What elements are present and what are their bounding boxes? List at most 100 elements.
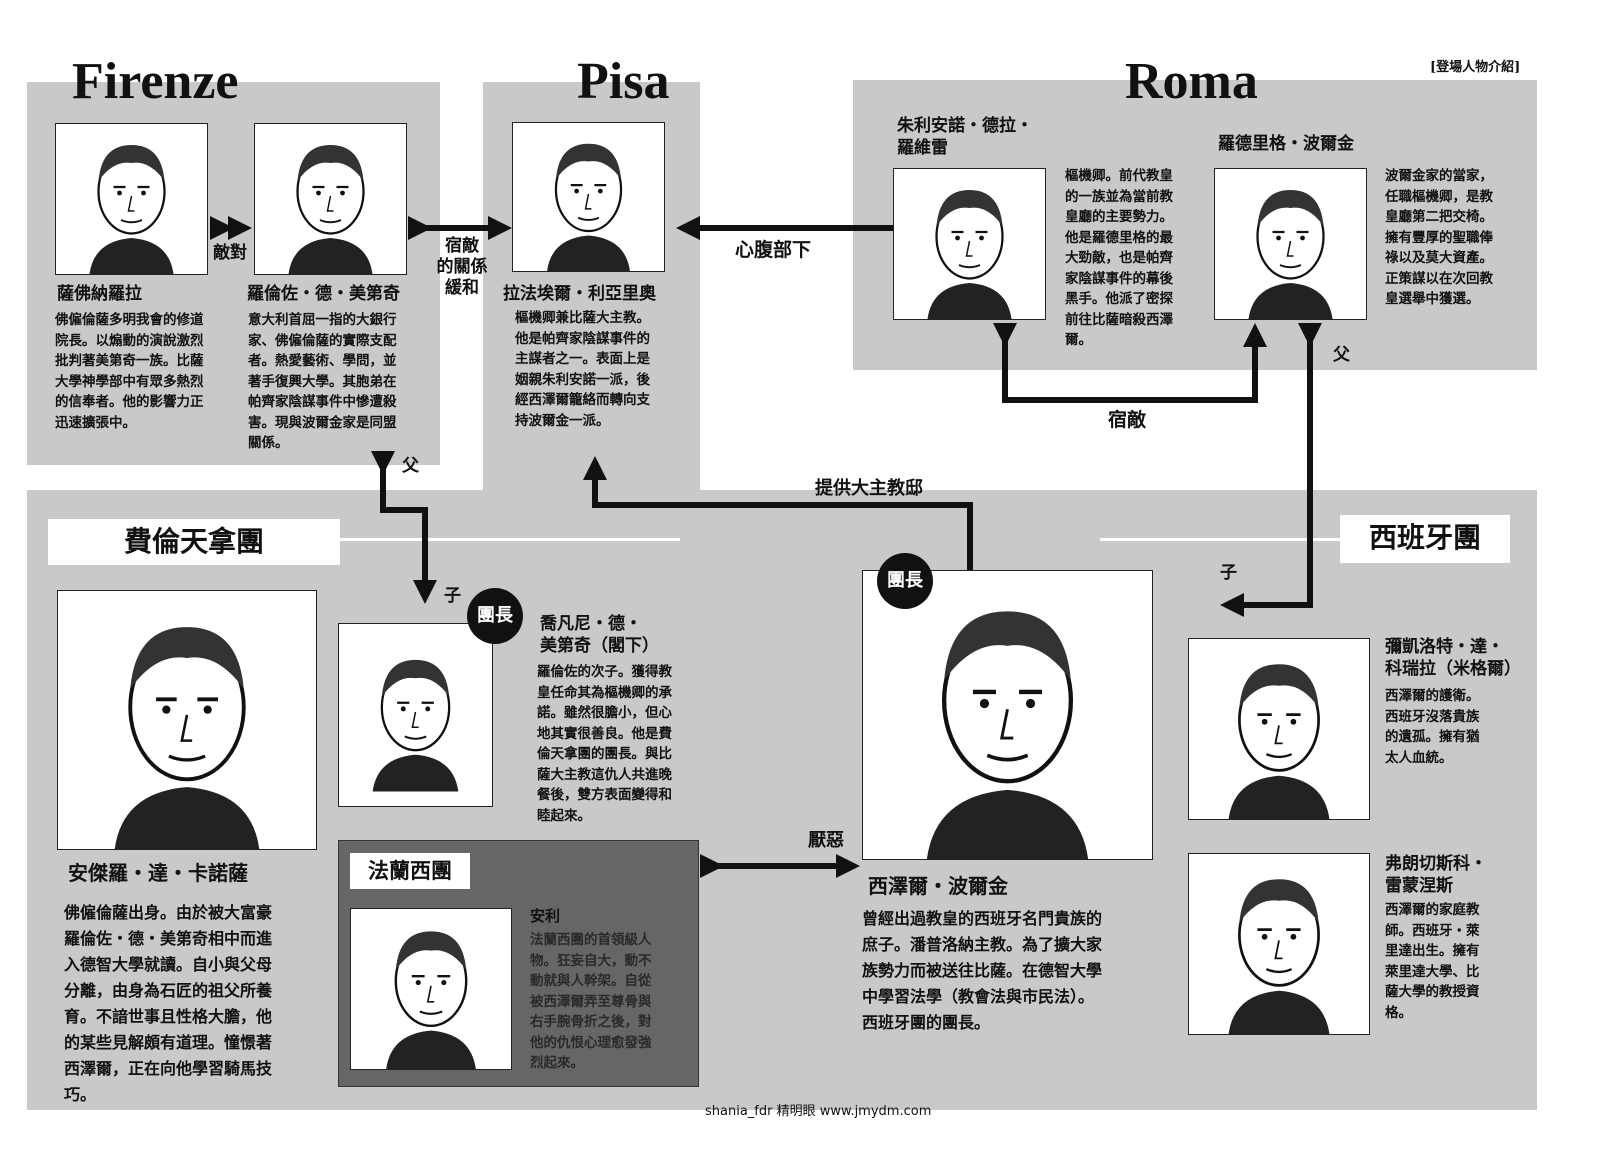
text-line: 法蘭西團的首領級人 xyxy=(530,932,652,948)
portrait-cesare xyxy=(862,570,1153,860)
text-line: 薩大主教這仇人共進晚 xyxy=(537,766,672,783)
divider xyxy=(48,538,680,541)
text-line: 持波爾金一派。 xyxy=(515,412,610,429)
text-line: 西澤爾的護衛。 xyxy=(1385,688,1480,704)
text-line: 害。現與波爾金家是同盟 xyxy=(248,414,397,431)
text-line: 美第奇（閣下） xyxy=(540,636,659,656)
text-line: 佛僱倫薩出身。由於被大富豪 xyxy=(64,903,273,922)
text-line: 任職樞機卿，是教 xyxy=(1385,188,1493,205)
text-line: 彌凱洛特・達・ xyxy=(1385,637,1504,657)
text-line: 祿以及莫大資產。 xyxy=(1385,250,1493,266)
desc-michelotto: 西澤爾的護衛。西班牙沒落貴族的遺孤。擁有猶太人血統。 xyxy=(1385,686,1525,768)
text-line: 右手腕骨折之後，對 xyxy=(530,1014,652,1030)
text-line: 皇任命其為樞機卿的承 xyxy=(537,684,672,701)
label-rivalry-eased: 宿敵 的關係 緩和 xyxy=(434,236,490,299)
text-line: 著手復興大學。其胞弟在 xyxy=(248,373,397,390)
face-sketch-icon xyxy=(1228,879,1330,1034)
text-line: 的信奉者。他的影響力正 xyxy=(55,394,204,410)
text-line: 的某些見解頗有道理。憧憬著 xyxy=(64,1033,273,1052)
header-tag: [登場人物介紹] xyxy=(1430,60,1521,75)
desc-giuliano: 樞機卿。前代教皇的一族並為當前教皇廳的主要勢力。他是羅德里格的最大勁敵，也是帕齊… xyxy=(1065,166,1195,351)
text-line: 太人血統。 xyxy=(1385,749,1453,766)
text-line: 佛僱倫薩多明我會的修道 xyxy=(55,312,204,328)
name-henri: 安利 xyxy=(530,907,561,925)
text-line: 師。西班牙・萊 xyxy=(1385,922,1480,939)
footer-credit: shania_fdr 精明眼 www.jmydm.com xyxy=(705,1104,932,1119)
text-line: 擁有豐厚的聖職俸 xyxy=(1385,229,1493,246)
text-line: 睦起來。 xyxy=(537,807,591,824)
text-line: 諾。雖然很膽小，但心 xyxy=(537,705,672,721)
group-title-france: 法蘭西團 xyxy=(350,853,470,889)
portrait-giovanni xyxy=(338,623,493,807)
face-sketch-icon xyxy=(926,611,1089,859)
portrait-francesco xyxy=(1188,853,1370,1035)
text-line: 帕齊家陰謀事件中慘遭殺 xyxy=(248,394,397,410)
text-line: 關係。 xyxy=(248,435,289,451)
face-sketch-icon xyxy=(927,190,1012,319)
text-line: 弗朗切斯科・ xyxy=(1385,854,1487,874)
text-line: 族勢力而被送往比薩。在德智大學 xyxy=(862,961,1103,980)
text-line: 被西澤爾弄至尊骨與 xyxy=(530,993,652,1010)
leader-badge-cesare: 團長 xyxy=(877,553,933,609)
text-line: 羅倫佐的次子。獲得教 xyxy=(537,664,672,680)
face-sketch-icon xyxy=(288,145,373,274)
label-son-giovanni: 子 xyxy=(444,586,461,606)
label-dislike: 厭惡 xyxy=(808,830,844,851)
name-cesare: 西澤爾・波爾金 xyxy=(868,874,1008,898)
face-sketch-icon xyxy=(372,659,459,792)
leader-badge-giovanni: 團長 xyxy=(467,588,523,644)
name-giuliano: 朱利安諾・德拉・羅維雷 xyxy=(897,115,1033,159)
text-line: 樞機卿。前代教皇 xyxy=(1065,168,1173,184)
group-title-spain: 西班牙團 xyxy=(1340,515,1510,563)
text-line: 主謀者之一。表面上是 xyxy=(515,351,650,367)
desc-lorenzo: 意大利首屈一指的大銀行家、佛僱倫薩的實際支配者。熱愛藝術、學問，並著手復興大學。… xyxy=(248,310,428,454)
text-line: 者。熱愛藝術、學問，並 xyxy=(248,353,397,369)
desc-raffaele: 樞機卿兼比薩大主教。他是帕齊家陰謀事件的主謀者之一。表面上是姻親朱利安諾一派，後… xyxy=(515,308,695,431)
text-line: 分離，由身為石匠的祖父所養 xyxy=(64,981,273,1000)
portrait-raffaele xyxy=(512,122,665,272)
text-line: 波爾金家的當家， xyxy=(1385,168,1493,184)
text-line: 入德智大學就讀。自小與父母 xyxy=(64,955,273,974)
desc-cesare: 曾經出過教皇的西班牙名門貴族的庶子。潘普洛納主教。為了擴大家族勢力而被送往比薩。… xyxy=(862,906,1162,1036)
text-line: 科瑞拉（米格爾） xyxy=(1385,659,1521,679)
text-line: 動就與人幹架。自從 xyxy=(530,973,652,989)
text-line: 黑手。他派了密探 xyxy=(1065,291,1173,307)
text-line: 皇廳的主要勢力。 xyxy=(1065,209,1173,225)
text-line: 喬凡尼・德・ xyxy=(540,614,642,634)
portrait-henri xyxy=(350,908,512,1070)
arrow-lorenzo-giovanni xyxy=(371,451,437,604)
text-line: 他的仇恨心理愈發強 xyxy=(530,1034,652,1051)
text-line: 前往比薩暗殺西澤 xyxy=(1065,311,1173,328)
desc-francesco: 西澤爾的家庭教師。西班牙・萊里達出生。擁有萊里達大學、比薩大學的教授資格。 xyxy=(1385,900,1525,1023)
text-line: 羅倫佐・德・美第奇相中而進 xyxy=(64,929,273,948)
text-line: 家陰謀事件的幕後 xyxy=(1065,270,1173,287)
desc-giovanni: 羅倫佐的次子。獲得教皇任命其為樞機卿的承諾。雖然很膽小，但心地其實很善良。他是費… xyxy=(537,662,702,826)
text-line: 院長。以煽動的演說激烈 xyxy=(55,332,204,349)
text-line: 樞機卿兼比薩大主教。 xyxy=(515,310,650,326)
text-line: 的遺孤。擁有猶 xyxy=(1385,729,1480,745)
face-sketch-icon xyxy=(386,931,476,1069)
name-giovanni: 喬凡尼・德・美第奇（閣下） xyxy=(540,613,659,657)
text-line: 烈起來。 xyxy=(530,1055,584,1071)
label-father-lorenzo: 父 xyxy=(402,456,419,476)
face-sketch-icon xyxy=(1248,190,1333,319)
text-line: 姻親朱利安諾一派，後 xyxy=(515,371,650,388)
text-line: 的一族並為當前教 xyxy=(1065,188,1173,205)
text-line: 皇選舉中獲選。 xyxy=(1385,291,1480,307)
text-line: 西班牙團的團長。 xyxy=(862,1013,991,1032)
text-line: 曾經出過教皇的西班牙名門貴族的 xyxy=(862,909,1103,928)
desc-savonarola: 佛僱倫薩多明我會的修道院長。以煽動的演說激烈批判著美第奇一族。比薩大學神學部中有… xyxy=(55,310,235,433)
portrait-rodrigo xyxy=(1214,168,1367,320)
name-rodrigo: 羅德里格・波爾金 xyxy=(1218,134,1354,154)
face-sketch-icon xyxy=(114,627,260,849)
text-line: 他是羅德里格的最 xyxy=(1065,229,1173,246)
label-hostile: 敵對 xyxy=(213,243,247,263)
portrait-savonarola xyxy=(55,123,208,275)
text-line: 爾。 xyxy=(1065,332,1092,348)
portrait-giuliano xyxy=(893,168,1046,320)
label-archrival: 宿敵 xyxy=(1108,409,1147,431)
text-line: 餐後，雙方表面變得和 xyxy=(537,787,672,803)
arrow-rodrigo-cesare xyxy=(1220,323,1322,617)
